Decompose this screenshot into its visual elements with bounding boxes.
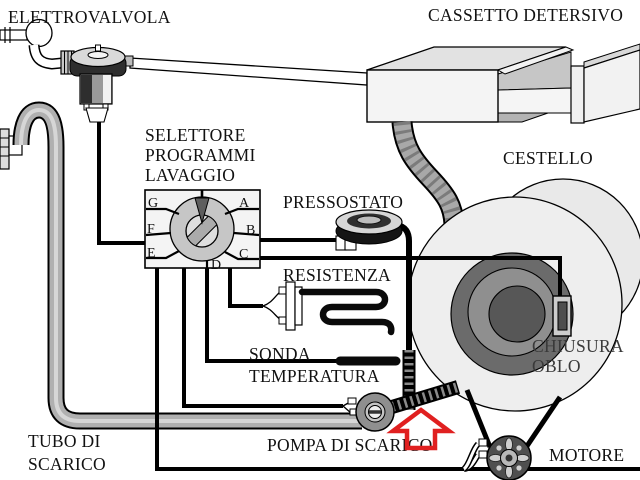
wire-valve-to-selector xyxy=(97,122,145,245)
selector-label-3: LAVAGGIO xyxy=(145,165,235,185)
dial-letter-c: C xyxy=(239,247,249,262)
valve-connector xyxy=(85,107,109,123)
electrovalve-label: ELETTROVALVOLA xyxy=(8,7,171,27)
motor xyxy=(461,435,532,480)
drive-belt xyxy=(464,389,563,448)
motor-label: MOTORE xyxy=(549,445,624,465)
pressure-switch xyxy=(335,209,412,352)
electrovalve xyxy=(69,44,134,123)
dial-letter-b: B xyxy=(246,223,256,238)
dial-letter-d: D xyxy=(211,258,221,273)
dial-pointer xyxy=(194,197,210,225)
dial-letter-a: A xyxy=(239,196,250,211)
wire-selector-to-heater xyxy=(228,268,263,308)
drawer-hose xyxy=(391,120,465,225)
faucet xyxy=(0,18,75,75)
temp-probe-label-2: TEMPERATURA xyxy=(249,366,380,386)
temp-probe-label-1: SONDA xyxy=(249,344,311,364)
dial-letter-f: F xyxy=(147,222,155,237)
drain-pump xyxy=(342,392,395,432)
dial-ticks xyxy=(145,207,260,269)
pressure-hose xyxy=(395,222,412,352)
supply-pipe xyxy=(129,57,368,86)
selector-label-2: PROGRAMMI xyxy=(145,145,256,165)
selector-label-1: SELETTORE xyxy=(145,125,246,145)
program-selector: G A F B E C D xyxy=(144,189,261,273)
drain-hose-label-2: SCARICO xyxy=(28,454,106,474)
sump-hoses xyxy=(389,350,461,414)
heating-element xyxy=(262,281,395,336)
drain-pump-label: POMPA DI SCARICO xyxy=(267,435,433,455)
dial-letter-e: E xyxy=(147,246,156,261)
door-lock-label-2: OBLO xyxy=(532,356,581,376)
wire-selector-to-doorlock xyxy=(260,256,562,296)
drain-hose-label-1: TUBO DI xyxy=(28,431,101,451)
detergent-drawer xyxy=(366,43,640,124)
wire-selector-to-probe xyxy=(205,268,338,363)
detergent-drawer-label: CASSETTO DETERSIVO xyxy=(428,5,623,25)
drum-label: CESTELLO xyxy=(503,148,593,168)
pressure-switch-label: PRESSOSTATO xyxy=(283,192,403,212)
door-lock xyxy=(552,295,572,337)
dial-letter-g: G xyxy=(148,196,158,211)
heating-element-label: RESISTENZA xyxy=(283,265,391,285)
heater-coil xyxy=(298,288,395,336)
door-lock-label-1: CHIUSURA xyxy=(532,336,624,356)
wire-selector-to-pump xyxy=(182,268,343,408)
up-arrow-icon xyxy=(386,407,456,451)
door xyxy=(450,252,574,376)
drain-hose xyxy=(0,101,362,430)
